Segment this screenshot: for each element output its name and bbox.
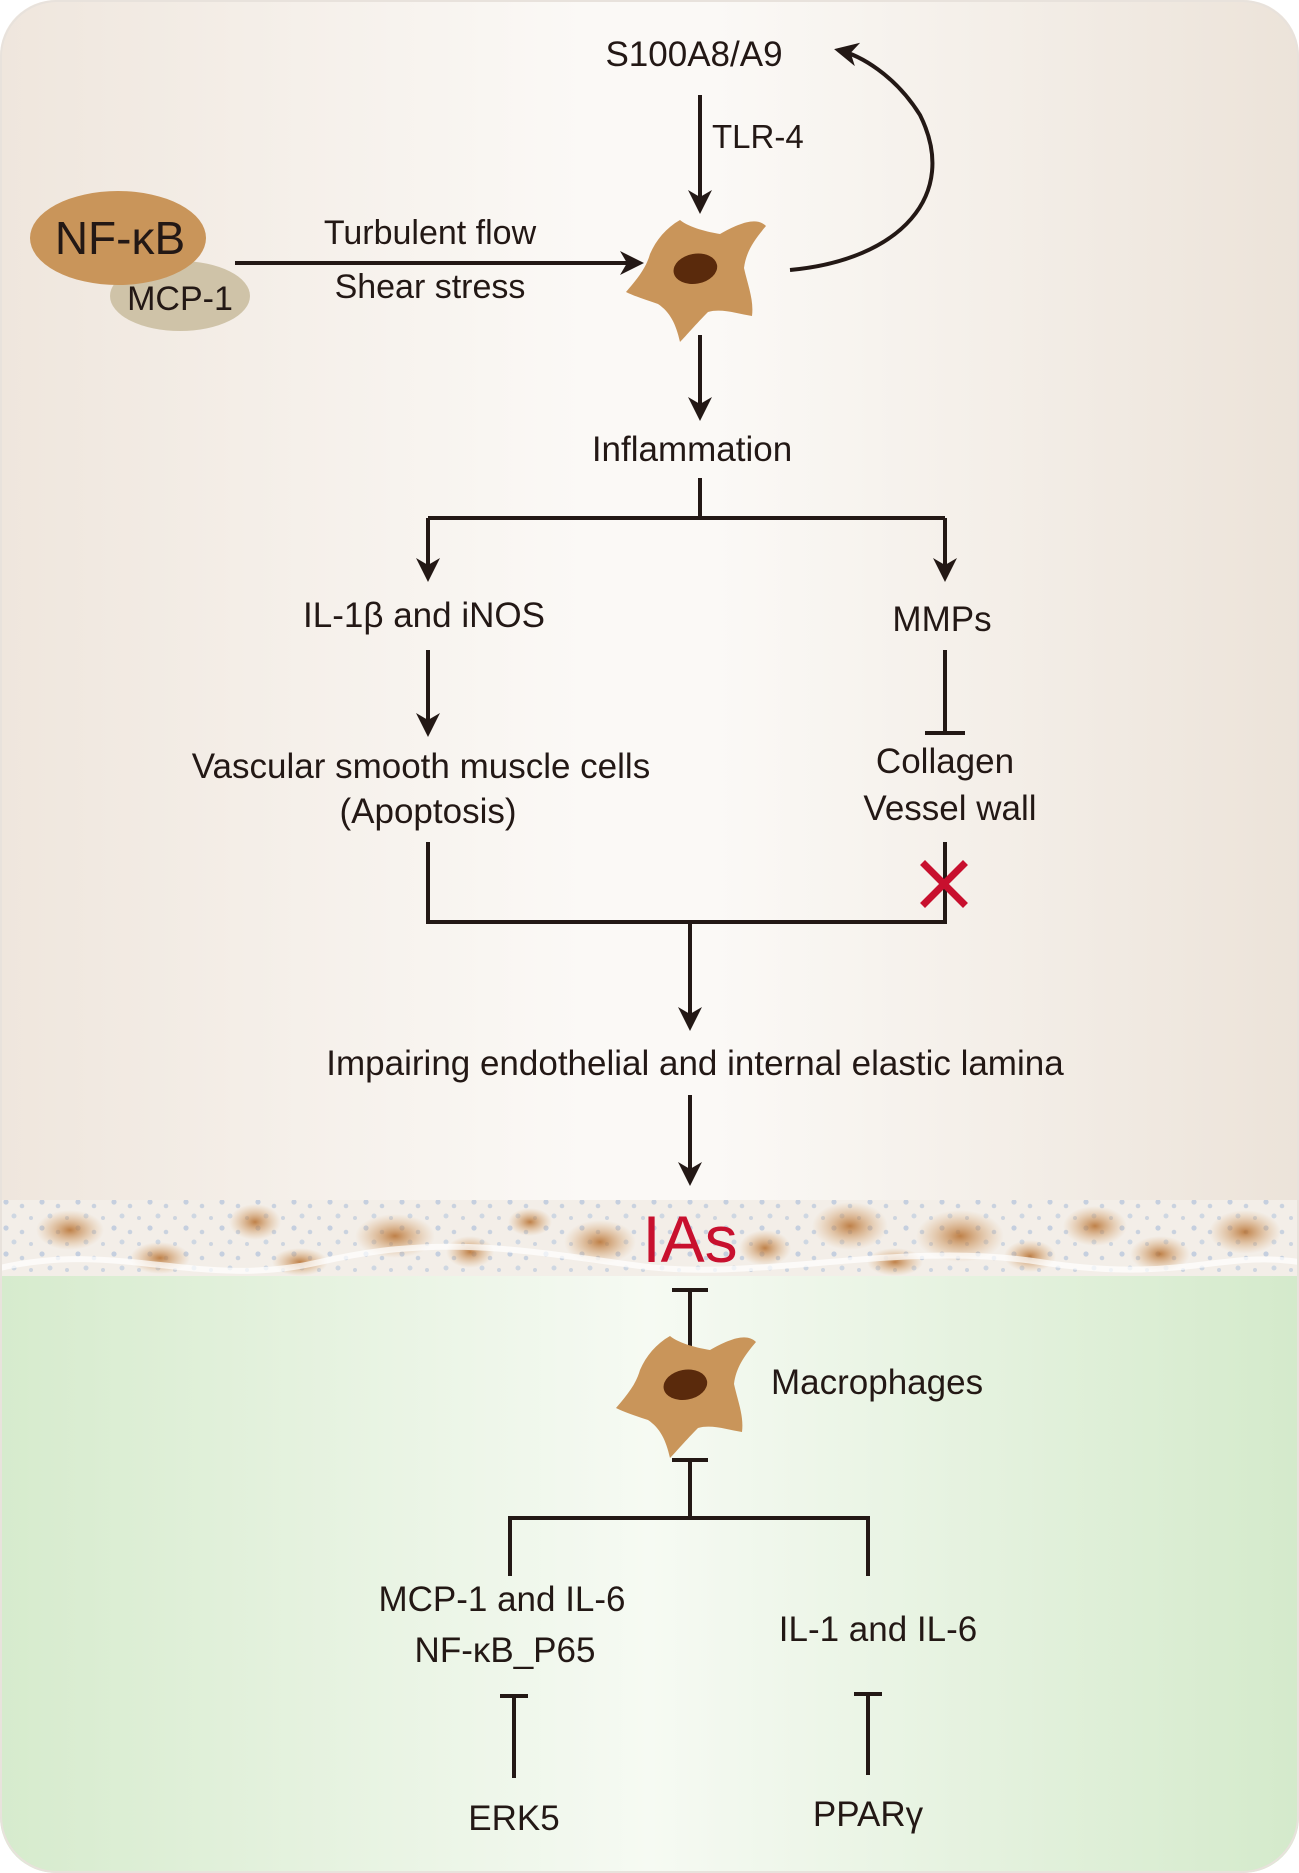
labels: S100A8/A9 TLR-4 NF-κB MCP-1 Turbulent fl… (55, 35, 1064, 1838)
label-turbulent-flow: Turbulent flow (324, 214, 537, 252)
label-shear-stress: Shear stress (335, 268, 526, 306)
macrophage-cell-bottom (616, 1336, 756, 1458)
nfkb-ellipse (30, 191, 206, 285)
label-mcp1-il6: MCP-1 and IL-6 (378, 1580, 625, 1619)
label-apoptosis: (Apoptosis) (339, 792, 516, 831)
label-mmps: MMPs (892, 600, 991, 639)
label-ppar: PPARγ (813, 1795, 924, 1834)
histology-stain-spots (0, 1202, 1299, 1276)
label-nfkb: NF-κB (55, 212, 185, 264)
label-il1-il6: IL-1 and IL-6 (779, 1610, 977, 1649)
red-x-mark (920, 860, 968, 908)
label-vessel-wall: Vessel wall (863, 789, 1036, 828)
top-panel (0, 0, 1299, 1205)
label-inflammation: Inflammation (592, 430, 792, 469)
label-impairing: Impairing endothelial and internal elast… (326, 1044, 1064, 1083)
label-macrophages: Macrophages (771, 1363, 983, 1402)
label-tlr4: TLR-4 (712, 118, 804, 155)
label-erk5: ERK5 (468, 1799, 559, 1838)
macrophage-cell-top (626, 220, 766, 342)
label-nfkb-p65: NF-κB_P65 (415, 1631, 596, 1670)
arrow-feedback-loop (789, 42, 935, 272)
label-ias: IAs (642, 1202, 737, 1276)
label-mcp1: MCP-1 (127, 280, 233, 318)
bottom-branch (508, 1516, 870, 1576)
nfkb-mcp1-badge (30, 191, 250, 331)
connectors (235, 42, 965, 1778)
label-collagen: Collagen (876, 742, 1014, 781)
label-il1b-inos: IL-1β and iNOS (303, 596, 545, 635)
label-vsmc: Vascular smooth muscle cells (192, 747, 650, 786)
label-s100a8a9: S100A8/A9 (605, 35, 782, 74)
